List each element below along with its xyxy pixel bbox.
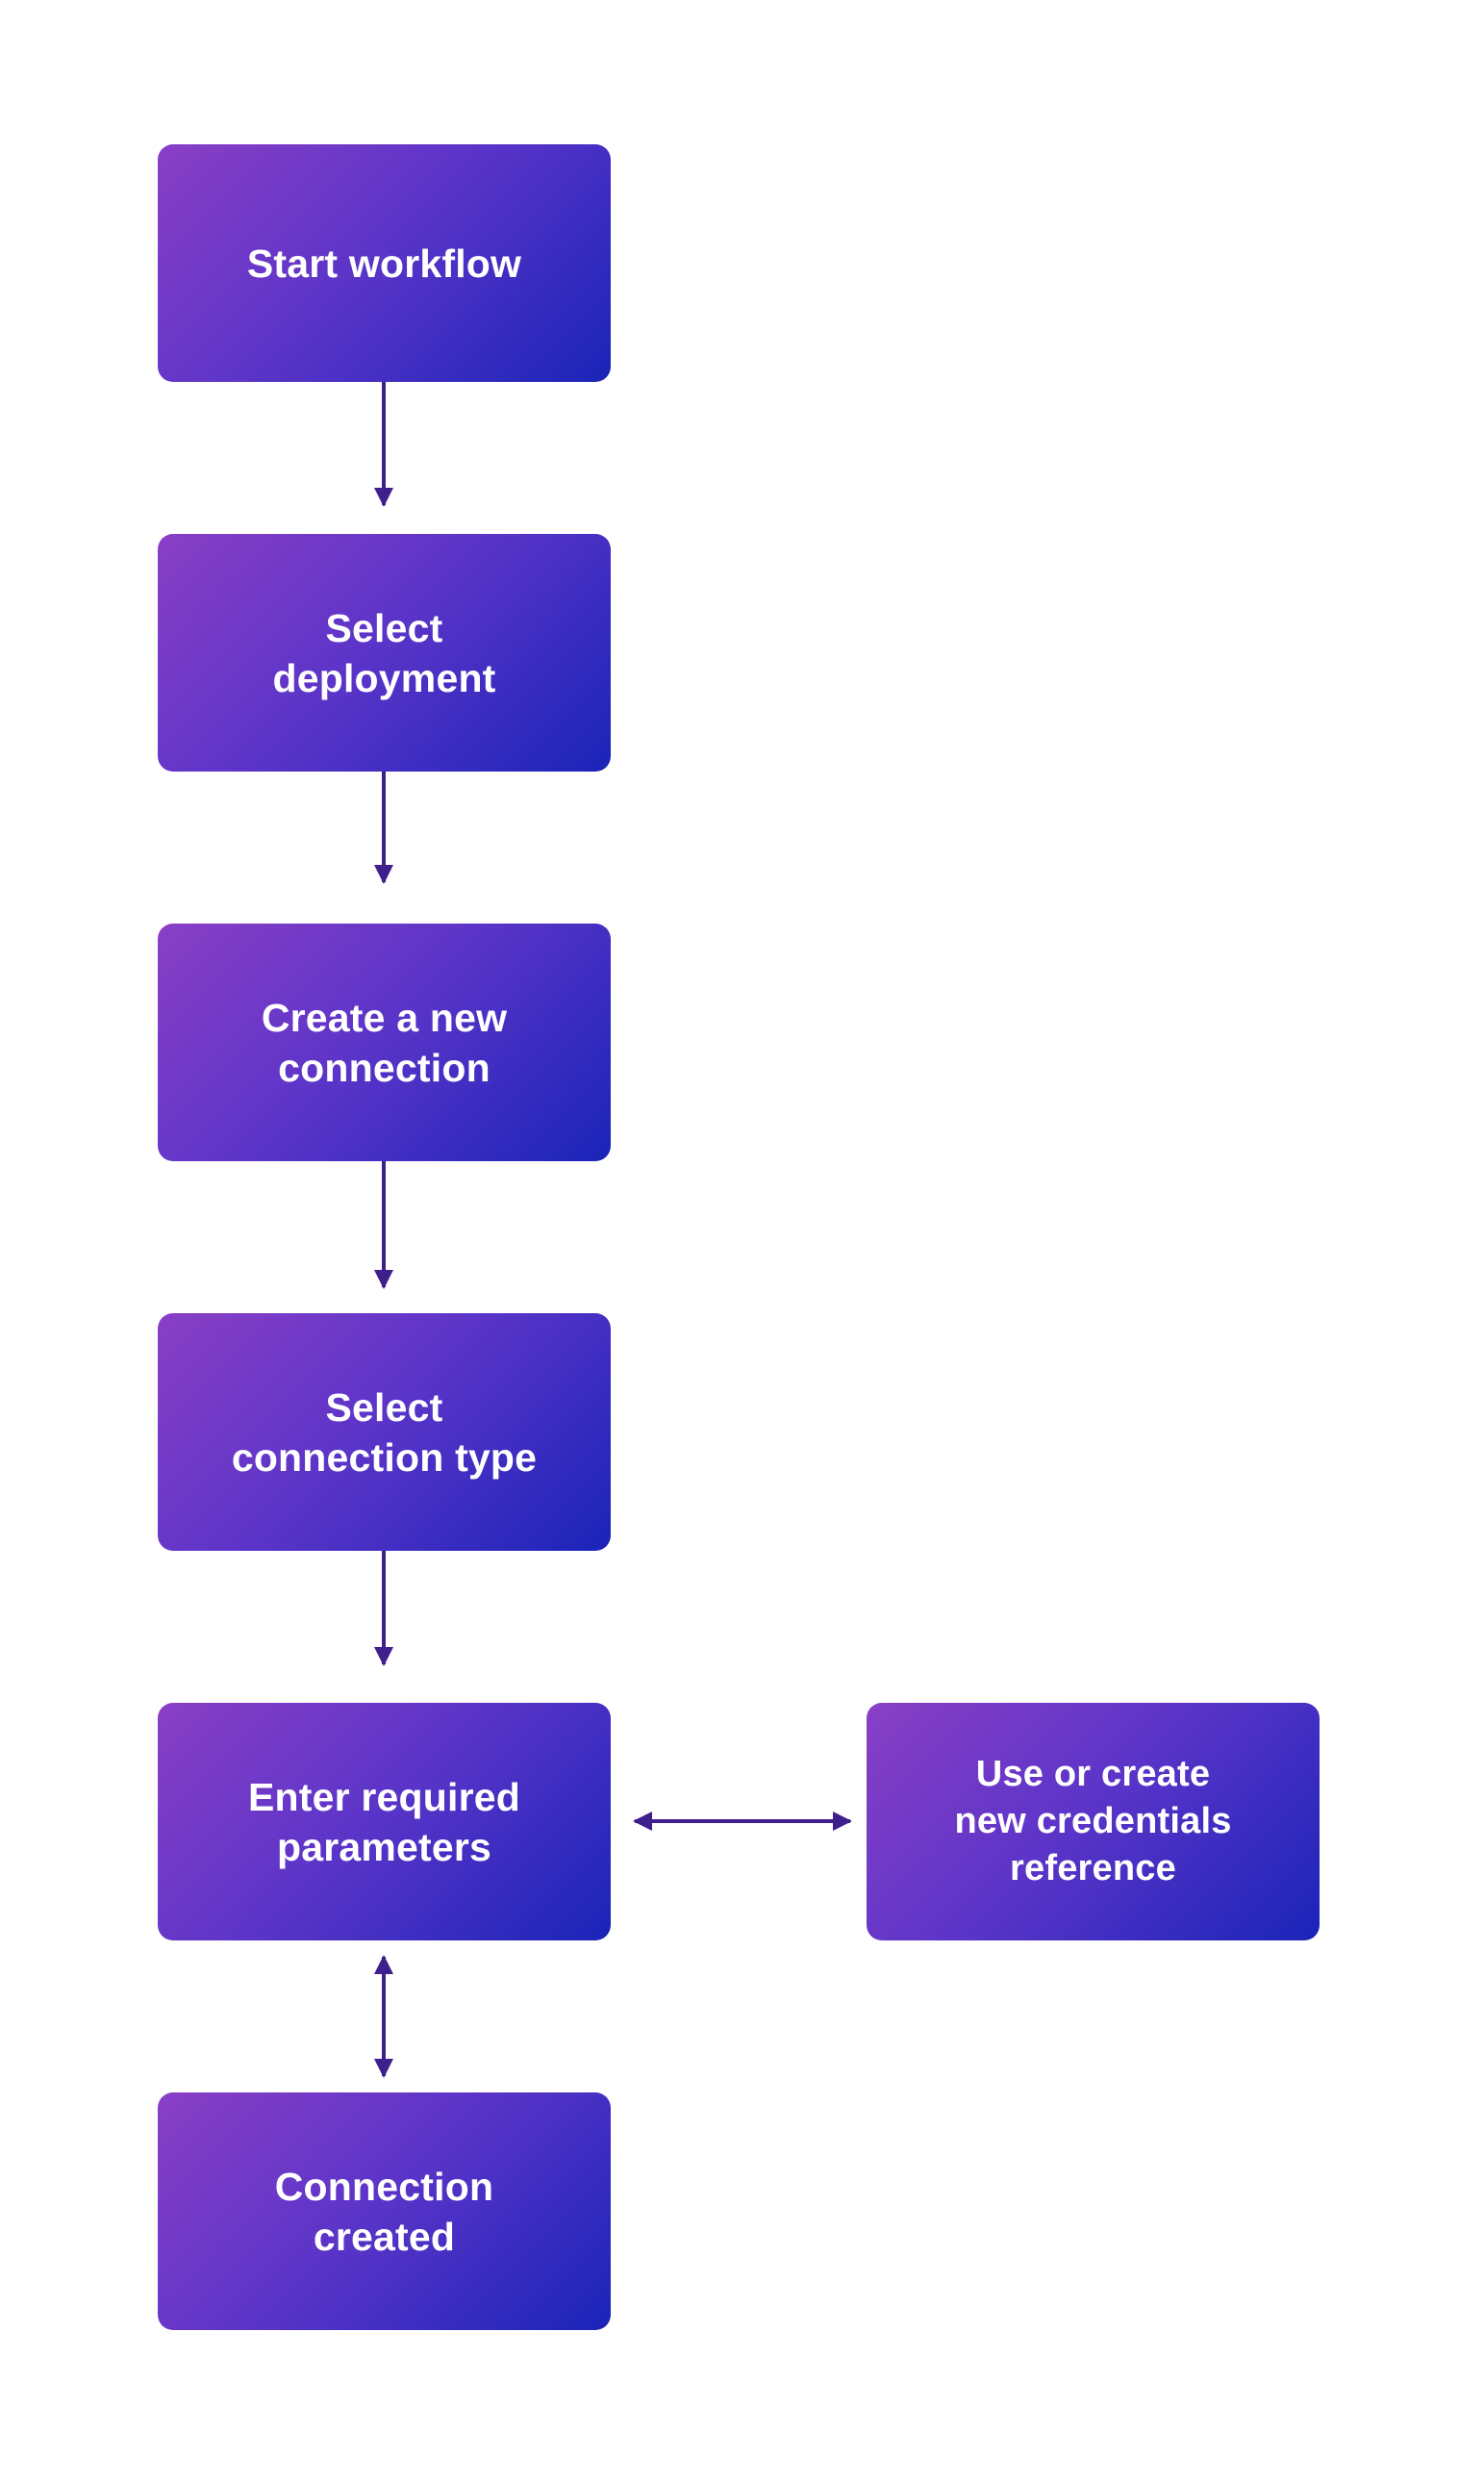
node-enter-required-parameters: Enter required parameters bbox=[158, 1703, 611, 1940]
node-label: Use or create new credentials reference bbox=[954, 1754, 1232, 1888]
node-label: Create a new connection bbox=[261, 995, 508, 1090]
node-credentials-reference: Use or create new credentials reference bbox=[867, 1703, 1320, 1940]
node-start-workflow: Start workflow bbox=[158, 144, 611, 382]
node-connection-created: Connection created bbox=[158, 2092, 611, 2330]
node-label: Start workflow bbox=[246, 241, 522, 286]
node-label: Connection created bbox=[274, 2164, 494, 2259]
node-label: Enter required parameters bbox=[247, 1774, 521, 1869]
node-select-connection-type: Select connection type bbox=[158, 1313, 611, 1551]
node-label: Select deployment bbox=[272, 605, 496, 700]
node-create-new-connection: Create a new connection bbox=[158, 924, 611, 1161]
node-select-deployment: Select deployment bbox=[158, 534, 611, 772]
node-label: Select connection type bbox=[231, 1384, 538, 1480]
